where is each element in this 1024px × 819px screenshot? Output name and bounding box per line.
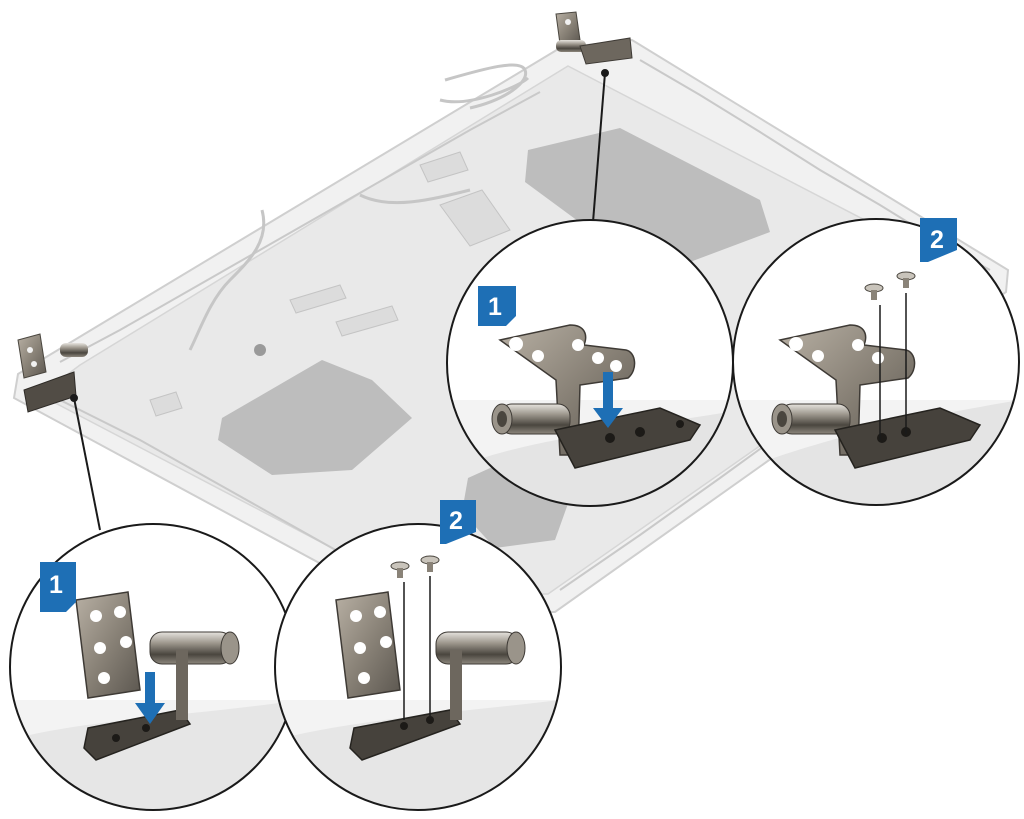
leader-line-left — [73, 397, 101, 531]
cover-label-5 — [149, 391, 183, 417]
hinge-base-plate — [553, 407, 702, 469]
display-cable — [188, 63, 530, 351]
callout-right-step-2 — [732, 218, 1020, 506]
bracket-hole — [592, 352, 604, 364]
left-hinge-bracket-hole-1 — [27, 347, 33, 353]
left-hinge-bracket — [17, 333, 47, 379]
step-badge-left-1: 1 — [40, 562, 76, 612]
callout-left-step-2 — [274, 523, 562, 811]
hinge-barrel — [149, 631, 240, 665]
leader-lines — [70, 69, 609, 531]
bracket-hole — [532, 350, 544, 362]
adhesive-pad-left — [218, 360, 412, 475]
step-number: 2 — [930, 226, 944, 254]
hinge-barrel — [435, 631, 526, 665]
screw-icon — [390, 561, 410, 720]
right-hinge-base — [579, 37, 633, 65]
adhesive-pad-top — [525, 128, 770, 262]
hinge-barrel — [771, 403, 851, 435]
hinge-base-plate — [83, 709, 192, 761]
screw-icon — [864, 283, 884, 440]
cover-label-4 — [419, 151, 469, 183]
step-number: 1 — [49, 571, 63, 599]
screw-icon — [896, 271, 916, 434]
callout-left-step-1 — [9, 523, 297, 811]
step-badge-left-2: 2 — [440, 500, 476, 544]
right-hinge-barrel — [556, 40, 586, 52]
step-badge-right-1: 1 — [478, 286, 516, 326]
hinge-barrel — [491, 403, 571, 435]
bracket-hole — [572, 339, 584, 351]
leader-dot-left — [70, 394, 78, 402]
step-badge-right-2: 2 — [920, 218, 957, 262]
cover-label-2 — [335, 305, 399, 337]
bracket-hole — [509, 337, 523, 351]
right-hinge-bracket-hole — [565, 19, 571, 25]
left-hinge-barrel — [60, 343, 88, 357]
cover-center-hole — [254, 344, 266, 356]
cover-label-1 — [289, 284, 347, 314]
hinge-base-plate — [833, 407, 982, 469]
cover-label-3 — [439, 189, 511, 247]
step-number: 2 — [449, 507, 463, 535]
left-hinge-bracket-hole-2 — [31, 361, 37, 367]
bracket-hole — [610, 360, 622, 372]
cover-labels — [149, 151, 511, 417]
screw-icon — [420, 555, 440, 716]
right-hinge-on-cover — [555, 11, 633, 65]
leader-dot-right — [601, 69, 609, 77]
down-arrow-icon — [593, 372, 623, 428]
down-arrow-icon — [135, 672, 165, 724]
right-hinge-bracket — [555, 11, 581, 45]
step-number: 1 — [488, 293, 502, 321]
left-hinge-on-cover — [17, 333, 88, 413]
leader-line-right — [592, 72, 606, 223]
